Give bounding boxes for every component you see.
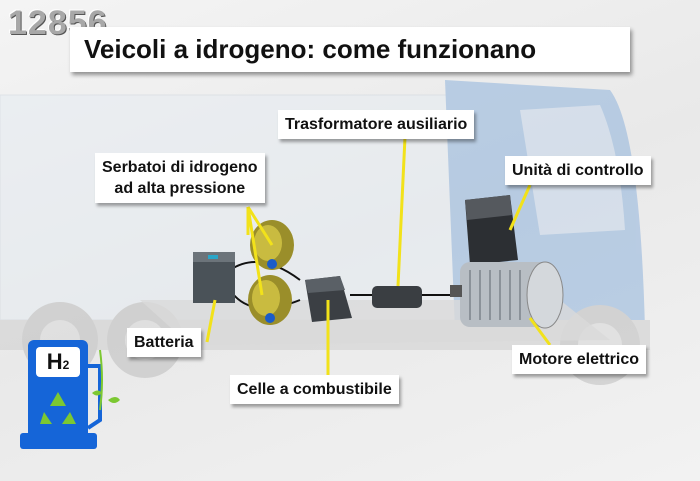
label-control-unit: Unità di controllo: [505, 156, 651, 185]
label-fuel-cells: Celle a combustibile: [230, 375, 399, 404]
leader-lines: [205, 136, 552, 375]
battery-component: [193, 252, 235, 303]
label-tanks-line2: ad alta pressione: [114, 180, 246, 197]
electric-motor: [450, 261, 564, 329]
h2-symbol: H: [46, 349, 63, 374]
label-tanks-line1: Serbatoi di idrogeno: [102, 159, 258, 176]
label-motor: Motore elettrico: [512, 345, 647, 374]
label-tanks: Serbatoi di idrogeno ad alta pressione: [95, 153, 265, 203]
h2-subscript: 2: [62, 358, 70, 372]
fuel-cell-stack: [305, 276, 352, 322]
h2-label: H2: [36, 347, 80, 377]
control-unit-component: [465, 195, 518, 265]
recycle-icon: [40, 392, 76, 424]
label-transformer: Trasformatore ausiliario: [278, 110, 475, 139]
auxiliary-transformer: [372, 286, 422, 308]
page-title: Veicoli a idrogeno: come funzionano: [70, 27, 630, 72]
label-battery: Batteria: [127, 328, 201, 357]
hydrogen-tanks: [248, 220, 294, 325]
